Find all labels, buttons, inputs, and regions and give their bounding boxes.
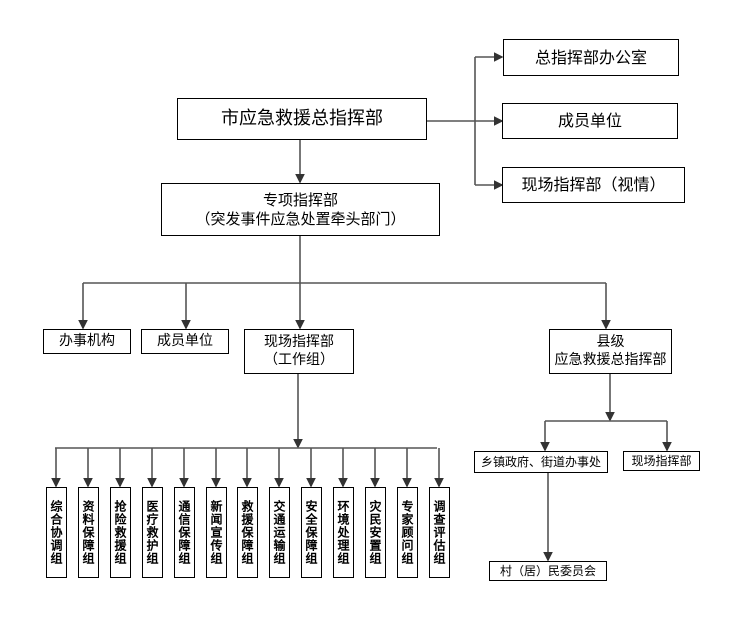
- city-command-box: 市应急救援总指挥部: [177, 98, 427, 140]
- county-field-label: 现场指挥部: [631, 453, 692, 468]
- county-field-box: 现场指挥部: [623, 451, 700, 471]
- working-group-label: 安全保障组: [304, 500, 318, 565]
- special-command-subtitle: （突发事件应急处置牵头部门）: [195, 209, 406, 228]
- member-units-box: 成员单位: [502, 103, 678, 139]
- working-group-label: 专家顾问组: [400, 500, 414, 565]
- working-group-label: 医疗救护组: [145, 500, 159, 565]
- working-group-box: 安全保障组: [301, 487, 322, 578]
- working-group-box: 医疗救护组: [142, 487, 163, 578]
- working-group-label: 交通运输组: [272, 500, 286, 565]
- working-group-box: 救援保障组: [237, 487, 258, 578]
- field-working-title: 现场指挥部: [264, 334, 334, 350]
- working-group-label: 抢险救援组: [113, 500, 127, 565]
- field-command-optional-box: 现场指挥部（视情）: [502, 167, 685, 203]
- field-working-subtitle: （工作组）: [264, 351, 334, 368]
- working-group-box: 综合协调组: [46, 487, 67, 578]
- field-working-box: 现场指挥部 （工作组）: [244, 329, 354, 374]
- working-group-label: 救援保障组: [240, 500, 254, 565]
- office-label: 办事机构: [59, 332, 115, 349]
- county-command-box: 县级 应急救援总指挥部: [549, 329, 672, 374]
- county-command-title: 县级: [596, 334, 625, 350]
- working-group-label: 调查评估组: [432, 500, 446, 565]
- field-command-optional-label: 现场指挥部（视情）: [521, 175, 666, 194]
- working-group-box: 抢险救援组: [110, 487, 131, 578]
- working-group-label: 综合协调组: [49, 500, 63, 565]
- members-label: 成员单位: [157, 332, 213, 349]
- office-box: 办事机构: [43, 329, 131, 354]
- members-box: 成员单位: [141, 329, 229, 354]
- special-command-box: 专项指挥部 （突发事件应急处置牵头部门）: [161, 183, 440, 236]
- township-label: 乡镇政府、街道办事处: [480, 454, 601, 469]
- working-group-label: 资料保障组: [81, 500, 95, 565]
- working-group-box: 环境处理组: [333, 487, 354, 578]
- township-box: 乡镇政府、街道办事处: [474, 451, 608, 473]
- special-command-title: 专项指挥部: [262, 190, 338, 209]
- working-group-box: 灾民安置组: [365, 487, 386, 578]
- working-group-box: 资料保障组: [78, 487, 99, 578]
- city-command-label: 市应急救援总指挥部: [221, 107, 383, 129]
- village-box: 村（居）民委员会: [489, 561, 607, 581]
- hq-office-label: 总指挥部办公室: [534, 47, 647, 67]
- working-group-box: 专家顾问组: [397, 487, 418, 578]
- working-group-label: 通信保障组: [177, 500, 191, 565]
- working-group-box: 新闻宣传组: [206, 487, 227, 578]
- working-group-box: 通信保障组: [174, 487, 195, 578]
- hq-office-box: 总指挥部办公室: [503, 39, 679, 76]
- county-command-subtitle: 应急救援总指挥部: [554, 351, 667, 368]
- village-label: 村（居）民委员会: [499, 563, 596, 578]
- working-group-box: 调查评估组: [429, 487, 450, 578]
- working-group-box: 交通运输组: [269, 487, 290, 578]
- working-group-label: 新闻宣传组: [209, 500, 223, 565]
- working-group-label: 灾民安置组: [368, 500, 382, 565]
- working-group-label: 环境处理组: [336, 500, 350, 565]
- member-units-label: 成员单位: [557, 111, 622, 130]
